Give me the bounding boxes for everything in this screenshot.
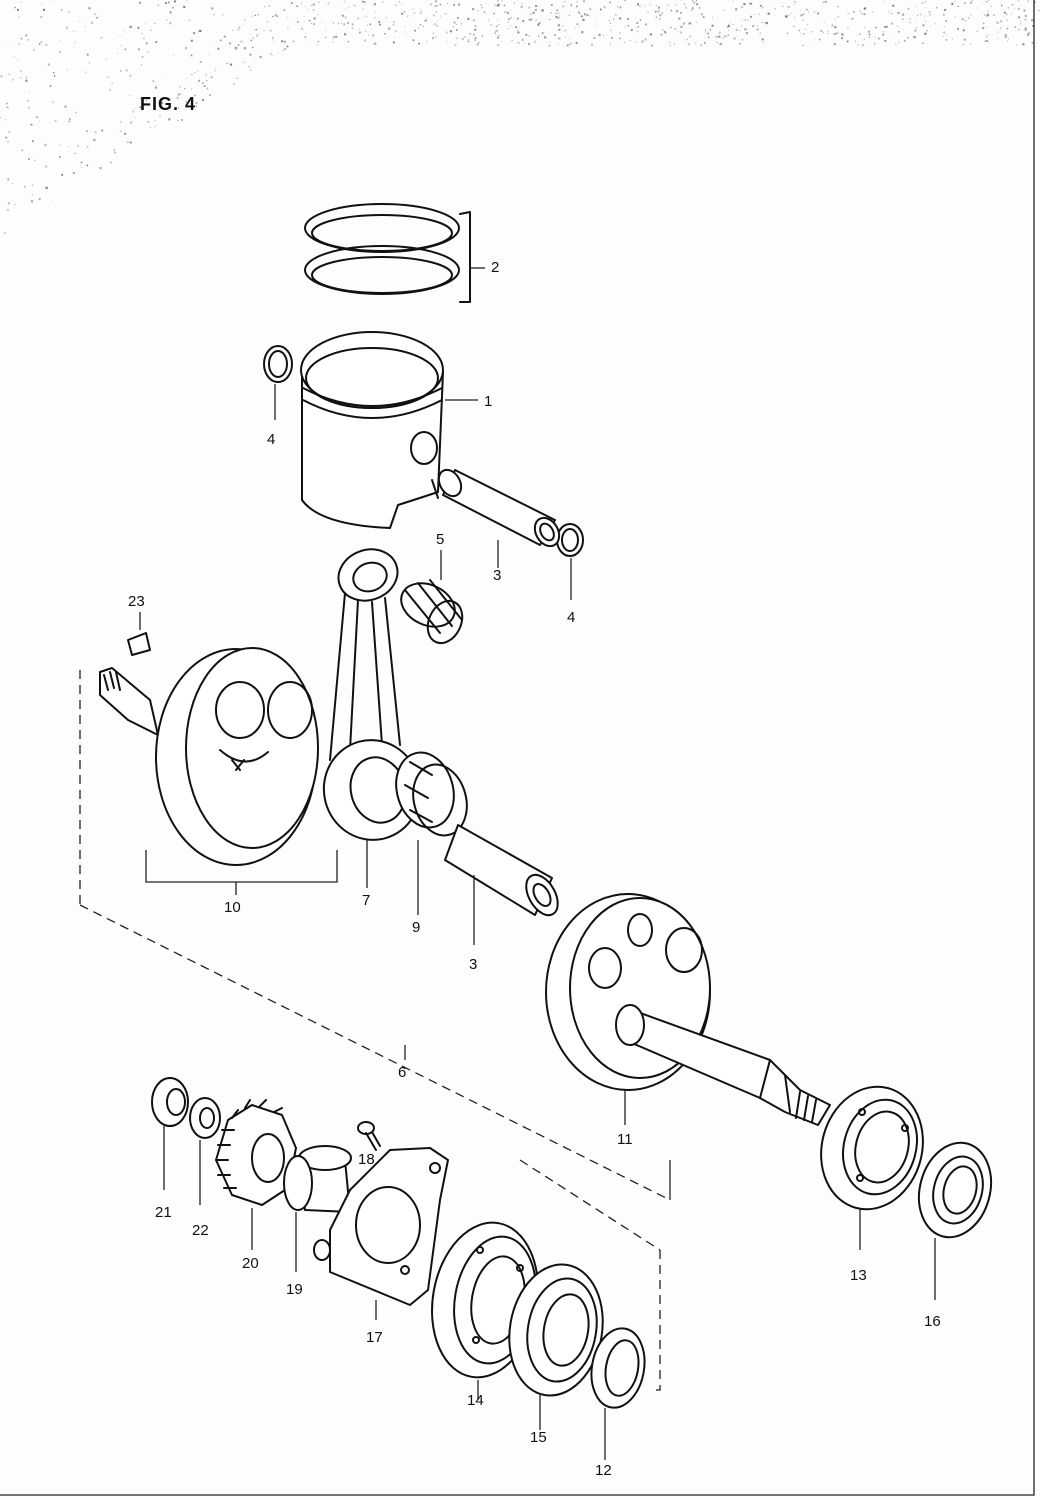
retainer-screw: [357, 1121, 381, 1151]
left-oil-seal: [508, 1263, 604, 1430]
big-end-bearing: [395, 751, 468, 915]
piston-pin: [437, 468, 561, 568]
lock-washer: [189, 1097, 221, 1205]
callout-16-seal: 16: [924, 1313, 941, 1330]
callout-15: 15: [530, 1429, 547, 1446]
callout-21: 21: [155, 1204, 172, 1221]
circlip-right: [556, 523, 584, 600]
callout-4-right: 4: [567, 609, 576, 626]
callout-2: 2: [491, 259, 500, 276]
woodruff-key: [127, 612, 151, 656]
callout-9: 9: [412, 919, 421, 936]
callout-17: 17: [366, 1329, 383, 1346]
right-oil-seal: [917, 1141, 993, 1300]
callout-5: 5: [436, 531, 445, 548]
callout-1: 1: [484, 393, 493, 410]
callout-23: 23: [128, 593, 145, 610]
left-spacer-ring: [590, 1327, 646, 1460]
crank-left-half: [99, 647, 338, 895]
crank-assembly-bracket: [79, 670, 671, 1201]
circlip-left: [263, 345, 293, 420]
crank-spacer: [283, 1145, 352, 1272]
piston-rings: [304, 203, 485, 303]
callout-4-left: 4: [267, 431, 276, 448]
right-main-bearing: [820, 1085, 924, 1250]
callout-22: 22: [192, 1222, 209, 1239]
callout-18: 18: [358, 1151, 375, 1168]
callout-13: 13: [850, 1267, 867, 1284]
callout-14: 14: [467, 1392, 484, 1409]
callout-12: 12: [595, 1462, 612, 1479]
primary-drive-gear: [215, 1099, 297, 1250]
bearing-retainer-plate: [313, 1147, 449, 1320]
primary-gear-nut: [151, 1077, 189, 1190]
crank-right-half: [545, 893, 831, 1126]
callout-3-crank-pin: 3: [469, 956, 478, 973]
callout-20: 20: [242, 1255, 259, 1272]
callout-7: 7: [362, 892, 371, 909]
lower-assembly-bracket: [519, 1159, 661, 1391]
piston: [300, 331, 478, 529]
callout-6: 6: [398, 1064, 407, 1081]
crank-pin: [444, 824, 559, 945]
callout-11: 11: [617, 1131, 633, 1148]
callout-19: 19: [286, 1281, 303, 1298]
small-end-bearing: [400, 550, 464, 645]
figure-title: FIG. 4: [140, 94, 197, 114]
callout-10: 10: [224, 899, 241, 916]
callout-3-piston-pin: 3: [493, 567, 502, 584]
